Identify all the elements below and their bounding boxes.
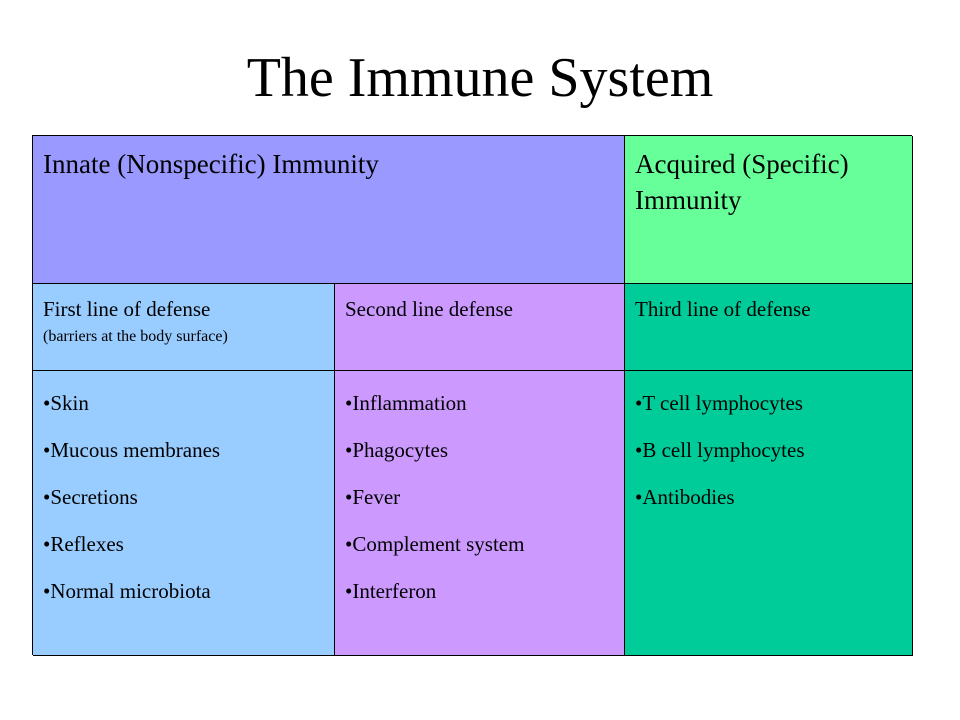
second-line-items-cell: Inflammation Phagocytes Fever Complement… xyxy=(335,371,625,656)
acquired-immunity-header: Acquired (Specific) Immunity xyxy=(625,136,913,284)
list-item: Skin xyxy=(43,391,325,415)
list-item: Antibodies xyxy=(635,485,903,509)
second-line-list: Inflammation Phagocytes Fever Complement… xyxy=(345,391,615,603)
second-line-header-cell: Second line defense xyxy=(335,284,625,371)
list-item: Secretions xyxy=(43,485,325,509)
third-line-items-cell: T cell lymphocytes B cell lymphocytes An… xyxy=(625,371,913,656)
list-item: Interferon xyxy=(345,579,615,603)
first-line-note: (barriers at the body surface) xyxy=(43,328,228,345)
third-line-list: T cell lymphocytes B cell lymphocytes An… xyxy=(635,391,903,509)
list-item: Phagocytes xyxy=(345,438,615,462)
third-line-label: Third line of defense xyxy=(635,297,811,321)
list-item: T cell lymphocytes xyxy=(635,391,903,415)
list-item: Fever xyxy=(345,485,615,509)
first-line-header-cell: First line of defense (barriers at the b… xyxy=(33,284,335,371)
immune-system-table: Innate (Nonspecific) Immunity Acquired (… xyxy=(32,135,913,656)
list-item: Complement system xyxy=(345,532,615,556)
list-item: Mucous membranes xyxy=(43,438,325,462)
slide-title: The Immune System xyxy=(246,47,714,109)
innate-immunity-header: Innate (Nonspecific) Immunity xyxy=(33,136,625,284)
list-item: Inflammation xyxy=(345,391,615,415)
list-item: B cell lymphocytes xyxy=(635,438,903,462)
list-item: Normal microbiota xyxy=(43,579,325,603)
first-line-items-cell: Skin Mucous membranes Secretions Reflexe… xyxy=(33,371,335,656)
list-item: Reflexes xyxy=(43,532,325,556)
first-line-list: Skin Mucous membranes Secretions Reflexe… xyxy=(43,391,325,603)
first-line-label: First line of defense xyxy=(43,297,211,321)
third-line-header-cell: Third line of defense xyxy=(625,284,913,371)
second-line-label: Second line defense xyxy=(345,297,513,321)
